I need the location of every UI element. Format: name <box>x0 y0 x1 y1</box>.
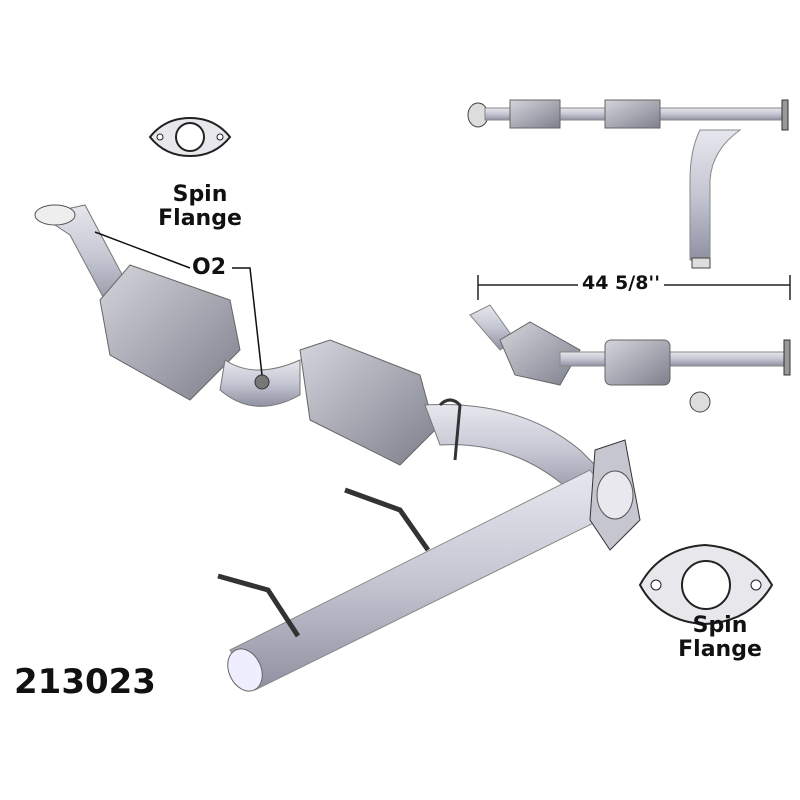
top-view-assembly <box>467 99 789 269</box>
spin-flange-gasket-top <box>148 116 232 158</box>
part-number: 213023 <box>14 662 156 702</box>
o2-sensor-label: O2 <box>192 255 227 280</box>
overall-length-dimension: 44 5/8'' <box>578 273 665 294</box>
spin-flange-gasket-bottom <box>638 543 774 626</box>
side-view-assembly <box>469 304 791 413</box>
o2-leader-lines <box>94 231 263 376</box>
spin-flange-label-bottom: Spin Flange <box>678 613 762 663</box>
spin-flange-label-top: Spin Flange <box>158 182 242 232</box>
main-exhaust-assembly <box>34 204 641 692</box>
